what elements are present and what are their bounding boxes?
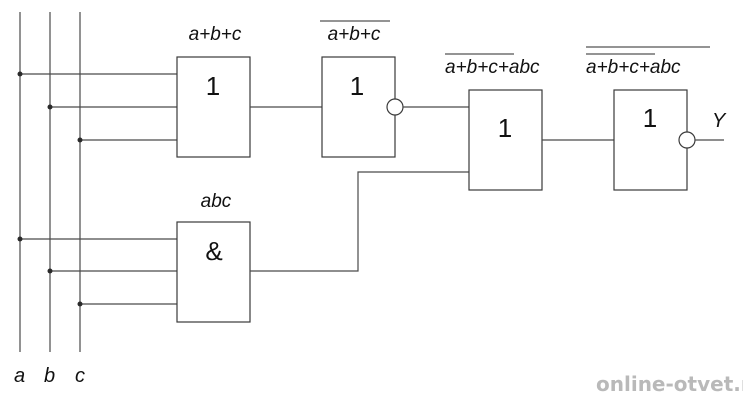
output-label-y: Y bbox=[712, 110, 727, 132]
junction-a-or1 bbox=[17, 71, 23, 77]
or-gate-2-label-and-part: +abc bbox=[498, 57, 540, 78]
not-gate-inversion-bubble bbox=[386, 98, 404, 116]
and-gate-symbol: & bbox=[205, 236, 222, 266]
junction-a-and bbox=[17, 236, 23, 242]
and-gate-label: abc bbox=[201, 191, 232, 212]
not-gate bbox=[321, 56, 396, 158]
junction-b-and bbox=[47, 268, 53, 274]
output-gate-label-and-part: +abc bbox=[639, 57, 681, 78]
or-gate-2-symbol: 1 bbox=[498, 113, 512, 143]
output-gate-label: a+b+c+abc bbox=[586, 57, 681, 78]
junction-c-or1 bbox=[77, 137, 83, 143]
not-gate-label: a+b+c bbox=[328, 24, 381, 45]
or-gate-1-symbol: 1 bbox=[206, 71, 220, 101]
wire-and-to-or2 bbox=[250, 171, 469, 272]
output-gate-symbol: 1 bbox=[643, 103, 657, 133]
input-label-c: c bbox=[75, 365, 85, 387]
junction-b-or1 bbox=[47, 104, 53, 110]
or-gate-2-label: a+b+c+abc bbox=[445, 57, 540, 78]
input-label-b: b bbox=[44, 365, 55, 387]
output-gate-inversion-bubble bbox=[678, 131, 696, 149]
or-gate-1-label: a+b+c bbox=[189, 24, 242, 45]
not-gate-symbol: 1 bbox=[350, 71, 364, 101]
output-gate-label-negated-part: a+b+c bbox=[586, 57, 639, 78]
junction-c-and bbox=[77, 301, 83, 307]
or-gate-2 bbox=[468, 89, 543, 191]
and-gate bbox=[176, 221, 251, 323]
input-label-a: a bbox=[14, 365, 25, 387]
watermark: online-otvet.ru bbox=[596, 372, 743, 396]
or-gate-2-label-negated-part: a+b+c bbox=[445, 57, 498, 78]
